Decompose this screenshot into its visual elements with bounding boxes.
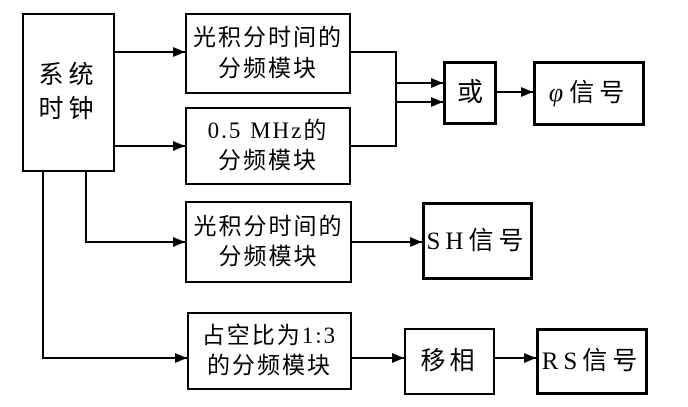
light-integration-divider-box-2: 光积分时间的 分频模块 [185, 201, 352, 283]
mod3-label-line2: 分频模块 [218, 244, 319, 269]
rs-signal-box: RS信号 [536, 328, 648, 395]
phi-signal-label: 信号 [569, 80, 630, 107]
mod1-label-line1: 光积分时间的 [193, 25, 343, 51]
system-clock-box: 系统 时钟 [22, 13, 115, 172]
edge-clock-to-mod-light2 [85, 171, 185, 247]
or-gate-label: 或 [456, 77, 483, 107]
half-mhz-divider-box: 0.5 MHz的 分频模块 [185, 107, 351, 185]
phi-signal-row: φ 信号 [549, 76, 629, 110]
or-gate-box: 或 [443, 61, 497, 125]
phase-shift-label: 移相 [420, 348, 479, 375]
mod4-label-line1: 占空比为1:3 [201, 322, 338, 348]
mod4-label-line2: 的分频模块 [207, 353, 332, 378]
light-integration-divider-box-1: 光积分时间的 分频模块 [185, 13, 351, 94]
mod3-label-line1: 光积分时间的 [193, 213, 344, 239]
mod1-label-line2: 分频模块 [218, 55, 318, 81]
phi-signal-box: φ 信号 [533, 61, 645, 126]
sh-signal-box: SH信号 [422, 202, 533, 280]
phase-shift-box: 移相 [404, 328, 495, 395]
phi-symbol: φ [548, 78, 564, 108]
mod2-label-line1: 0.5 MHz的 [207, 117, 329, 143]
system-clock-label-line1: 系统 [38, 61, 99, 89]
system-clock-label-line2: 时钟 [38, 95, 99, 123]
mod2-label-line2: 分频模块 [218, 148, 318, 173]
duty-cycle-divider-box: 占空比为1:3 的分频模块 [187, 312, 352, 390]
sh-signal-label: SH信号 [426, 227, 529, 255]
rs-signal-label: RS信号 [541, 348, 643, 375]
edge-clock-to-mod-duty [42, 171, 187, 363]
